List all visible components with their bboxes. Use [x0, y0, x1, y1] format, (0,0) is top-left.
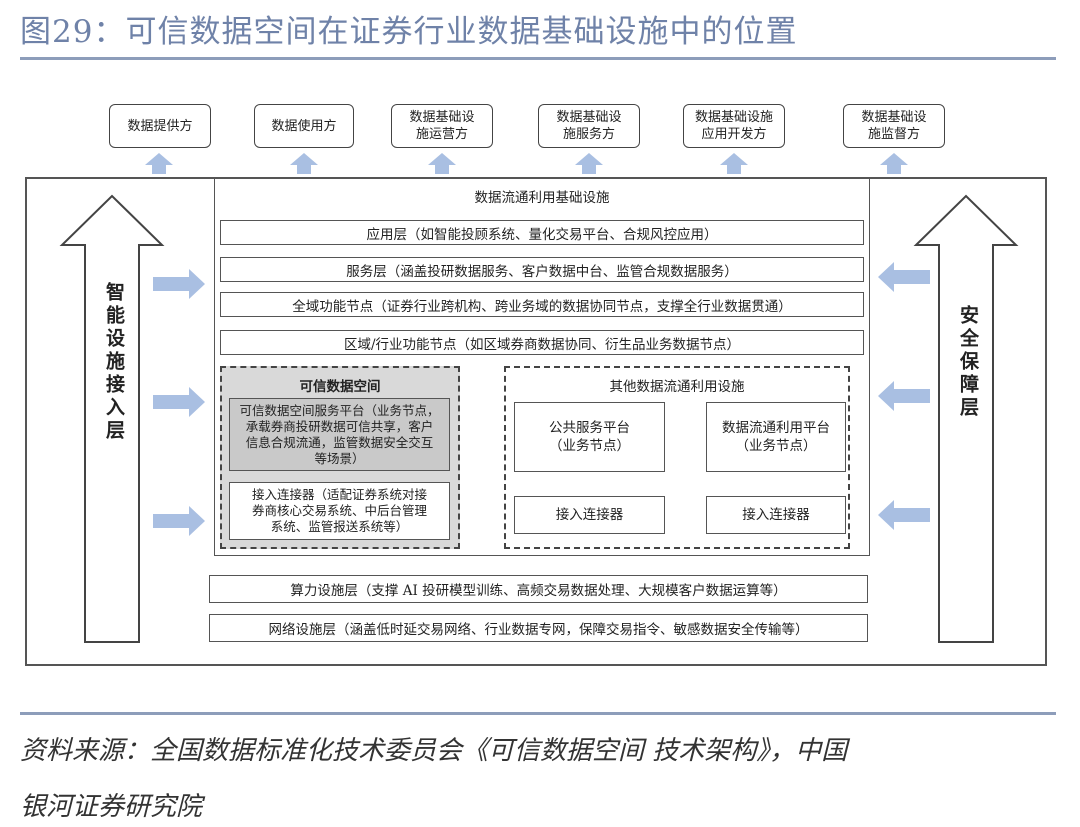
up-arrow-icon	[880, 153, 908, 174]
connector-left: 接入连接器	[514, 496, 665, 534]
right-arrow-icon	[153, 269, 205, 299]
up-arrow-icon	[575, 153, 603, 174]
stakeholder-supervisor: 数据基础设 施监督方	[843, 104, 945, 148]
stakeholder-data-provider: 数据提供方	[109, 104, 211, 148]
compute-layer: 算力设施层（支撑 AI 投研模型训练、高频交易数据处理、大规模客户数据运算等）	[209, 575, 868, 603]
title-rule	[20, 57, 1056, 60]
right-column-label: 安全保障层	[957, 305, 979, 420]
source-rule	[20, 712, 1056, 715]
right-arrow-icon	[153, 387, 205, 417]
left-column-label: 智能设施接入层	[103, 282, 125, 443]
up-arrow-icon	[145, 153, 173, 174]
up-arrow-icon	[428, 153, 456, 174]
stakeholder-data-user: 数据使用方	[254, 104, 354, 148]
trusted-service-platform: 可信数据空间服务平台（业务节点， 承载券商投研数据可信共享，客户 信息合规流通，…	[229, 398, 450, 471]
up-arrow-icon	[720, 153, 748, 174]
connector-right: 接入连接器	[706, 496, 846, 534]
application-layer: 应用层（如智能投顾系统、量化交易平台、合规风控应用）	[220, 220, 864, 245]
global-node-layer: 全域功能节点（证券行业跨机构、跨业务域的数据协同节点，支撑全行业数据贯通）	[220, 292, 864, 317]
up-arrow-icon	[290, 153, 318, 174]
source-line-1: 资料来源：全国数据标准化技术委员会《可信数据空间 技术架构》，中国	[20, 736, 848, 766]
source-line-2: 银河证券研究院	[20, 792, 203, 822]
infrastructure-title: 数据流通利用基础设施	[474, 190, 610, 206]
left-arrow-icon	[878, 381, 930, 411]
stakeholder-infra-operator: 数据基础设 施运营方	[391, 104, 493, 148]
other-infrastructure-title: 其他数据流通利用设施	[609, 379, 745, 395]
access-layer-arrow	[59, 194, 165, 643]
public-service-platform: 公共服务平台 （业务节点）	[514, 402, 665, 472]
service-layer: 服务层（涵盖投研数据服务、客户数据中台、监管合规数据服务）	[220, 257, 864, 282]
security-layer-arrow	[913, 194, 1019, 643]
stakeholder-infra-service: 数据基础设 施服务方	[538, 104, 640, 148]
left-arrow-icon	[878, 500, 930, 530]
stakeholder-app-developer: 数据基础设施 应用开发方	[683, 104, 785, 148]
network-layer: 网络设施层（涵盖低时延交易网络、行业数据专网，保障交易指令、敏感数据安全传输等）	[209, 614, 868, 642]
trusted-space-title: 可信数据空间	[299, 379, 381, 395]
circulation-platform: 数据流通利用平台 （业务节点）	[706, 402, 846, 472]
right-arrow-icon	[153, 506, 205, 536]
trusted-connector: 接入连接器（适配证券系统对接 券商核心交易系统、中后台管理 系统、监管报送系统等…	[229, 482, 450, 540]
regional-node-layer: 区域/行业功能节点（如区域券商数据协同、衍生品业务数据节点）	[220, 330, 864, 355]
figure-title: 图29：可信数据空间在证券行业数据基础设施中的位置	[20, 14, 798, 50]
left-arrow-icon	[878, 262, 930, 292]
